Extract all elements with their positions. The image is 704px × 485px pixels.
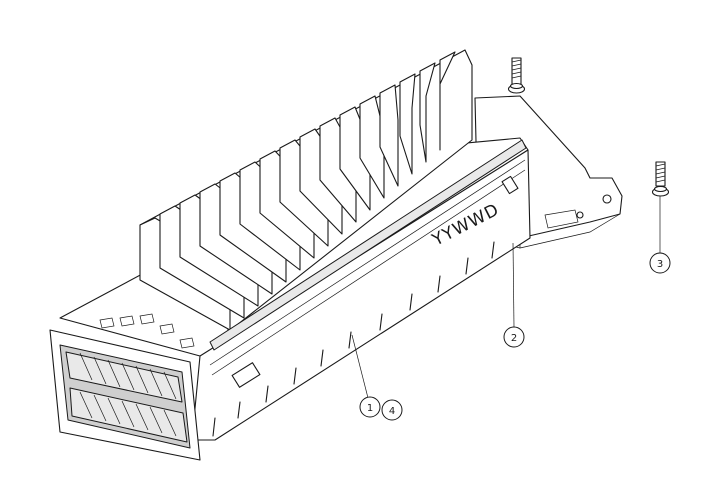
callout-4-label: 4	[389, 406, 395, 417]
heatsink	[139, 49, 527, 351]
callout-1: 1	[359, 396, 381, 418]
callout-3: 3	[649, 252, 671, 274]
callout-4: 4	[381, 399, 403, 421]
callout-2-label: 2	[511, 333, 517, 344]
leader-lines	[351, 196, 661, 399]
screw-rear	[507, 57, 526, 94]
callout-2: 2	[503, 326, 525, 348]
callout-3-label: 3	[657, 259, 663, 270]
screw-loose	[651, 161, 670, 197]
callout-1-label: 1	[367, 403, 373, 414]
